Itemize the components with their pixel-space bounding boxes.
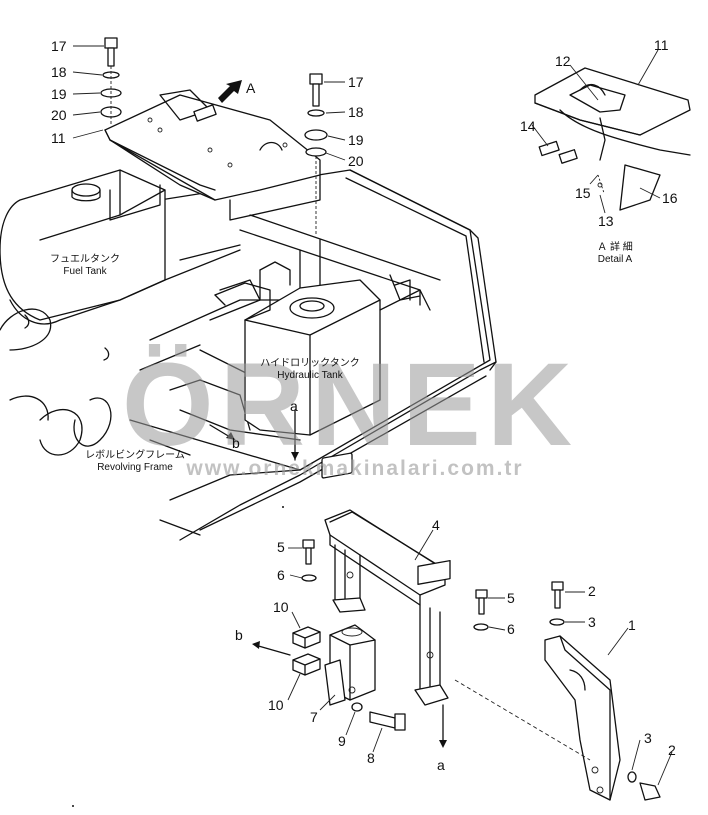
spacer-10-bottom xyxy=(292,653,321,676)
spacer-10-top xyxy=(292,626,321,649)
callout-17: 17 xyxy=(51,38,67,54)
callout-13: 13 xyxy=(598,213,614,229)
callout-10: 10 xyxy=(268,697,284,713)
callout-9: 9 xyxy=(338,733,346,749)
stand-4 xyxy=(321,452,451,706)
callout-6: 6 xyxy=(507,621,515,637)
callout-15: 15 xyxy=(575,185,591,201)
revolving-frame-label-en: Revolving Frame xyxy=(97,462,173,473)
callout-3: 3 xyxy=(588,614,596,630)
arrow-a-upper xyxy=(291,452,299,460)
bolt-5-left xyxy=(301,539,317,582)
detail-a-view xyxy=(534,67,691,211)
ref-label-a-upper: a xyxy=(290,398,298,414)
bolt-8 xyxy=(351,702,406,731)
fuel-tank xyxy=(0,169,241,361)
callout-6: 6 xyxy=(277,567,285,583)
callout-4: 4 xyxy=(432,517,440,533)
bolt-17-right xyxy=(304,73,328,235)
callout-7: 7 xyxy=(310,709,318,725)
ref-label-a-lower: a xyxy=(437,757,445,773)
callout-11: 11 xyxy=(51,130,66,146)
callout-20: 20 xyxy=(348,153,364,169)
bracket-7 xyxy=(324,624,376,706)
callout-16: 16 xyxy=(662,190,678,206)
callout-8: 8 xyxy=(367,750,375,766)
hydraulic-tank-label-en: Hydraulic Tank xyxy=(277,370,343,381)
view-arrow-A xyxy=(218,80,242,103)
watermark-logo: ÖRNEK xyxy=(122,339,578,471)
revolving-frame-label-jp: レボルビングフレーム xyxy=(85,448,185,461)
cover-plate-11 xyxy=(104,89,321,221)
detail-a-title-jp: Ａ 詳 細 xyxy=(597,240,633,253)
bolt-2-bottom xyxy=(627,771,661,801)
fuel-tank-label-jp: フュエルタンク xyxy=(50,253,120,265)
arrow-b-upper xyxy=(226,432,235,440)
view-label-A: A xyxy=(246,80,256,96)
ref-label-b-lower: b xyxy=(235,627,243,643)
hydraulic-tank-label-jp: ハイドロリックタンク xyxy=(260,357,359,369)
callout-20: 20 xyxy=(51,107,67,123)
ref-label-b-upper: b xyxy=(232,435,240,451)
callout-19: 19 xyxy=(348,132,364,148)
watermark-url: www.ornekmakinalari.com.tr xyxy=(185,457,523,480)
detail-a-title-en: Detail A xyxy=(598,254,633,265)
bolt-2-top xyxy=(549,581,565,626)
bolt-5-right xyxy=(473,589,489,631)
fuel-tank-label-en: Fuel Tank xyxy=(63,266,107,277)
callout-18: 18 xyxy=(348,104,364,120)
callout-2: 2 xyxy=(588,583,596,599)
leader-lines xyxy=(72,45,673,786)
callout-3: 3 xyxy=(644,730,652,746)
arrow-b-lower xyxy=(252,641,260,649)
callout-5: 5 xyxy=(507,590,515,606)
bolt-17-left xyxy=(100,37,122,126)
callout-11: 11 xyxy=(654,37,669,53)
callout-14: 14 xyxy=(520,118,536,134)
callout-19: 19 xyxy=(51,86,67,102)
cover-1 xyxy=(544,635,621,801)
callout-2: 2 xyxy=(668,742,676,758)
callout-10: 10 xyxy=(273,599,289,615)
hydraulic-tank xyxy=(214,261,421,436)
callout-5: 5 xyxy=(277,539,285,555)
callout-12: 12 xyxy=(555,53,571,69)
callout-18: 18 xyxy=(51,64,67,80)
callout-1: 1 xyxy=(628,617,636,633)
callout-17: 17 xyxy=(348,74,364,90)
arrow-a-lower xyxy=(439,740,447,748)
